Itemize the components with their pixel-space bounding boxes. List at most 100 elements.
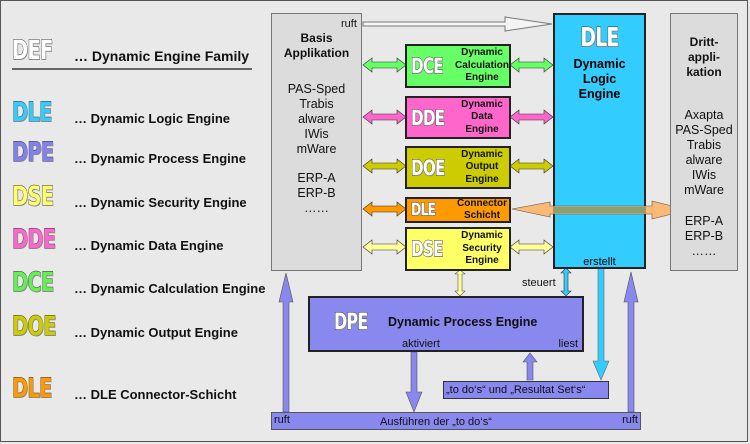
liest-arrow	[522, 352, 538, 381]
ausfuehren-label: Ausführen der „to do‘s“	[380, 416, 492, 428]
doe-abbr: DOE	[411, 155, 446, 180]
app-item: PAS-Sped	[287, 82, 346, 96]
erstellt-arrow	[592, 267, 610, 381]
engine-label: Dynamic	[461, 98, 503, 110]
dpe-abbr: DPE	[334, 310, 369, 336]
legend-desc: … Dynamic Security Engine	[74, 195, 247, 210]
dse-dpe-arrow	[454, 269, 466, 297]
app-item: IWis	[691, 168, 717, 182]
liest-label: liest	[558, 338, 578, 350]
dse-abbr: DSE	[12, 181, 55, 212]
ausfuehren-bar: ruft Ausführen der „to do‘s“ ruft	[271, 412, 641, 430]
legend-desc: … Dynamic Calculation Engine	[74, 281, 266, 296]
erp-item: ERP-A	[297, 171, 336, 185]
erp-item: ERP-B	[684, 229, 724, 243]
dpe-abbr: DPE	[12, 137, 55, 168]
aktiviert-arrow	[405, 351, 423, 413]
connector-overlap	[553, 207, 646, 213]
app-item: PAS-Sped	[675, 123, 733, 137]
connector-abbr: DLE	[12, 373, 53, 404]
app-item: IWis	[304, 127, 329, 141]
dpe-title: Dynamic Process Engine	[388, 315, 538, 329]
legend-item-dpe: DPE … Dynamic Process Engine	[12, 137, 246, 168]
app-item: mWare	[684, 183, 724, 197]
legend-desc: … Dynamic Output Engine	[74, 325, 238, 340]
engine-label: Connector	[457, 197, 507, 209]
legend-desc: … Dynamic Process Engine	[74, 151, 246, 166]
erstellt-label: erstellt	[583, 256, 616, 268]
legend-item-dde: DDE … Dynamic Data Engine	[12, 224, 224, 255]
engine-label: Dynamic	[461, 148, 503, 160]
engine-label: Schicht	[463, 210, 501, 221]
dde-abbr: DDE	[411, 105, 446, 130]
legend-item-dle: DLE … Dynamic Logic Engine	[12, 97, 231, 128]
legend-item-dse: DSE … Dynamic Security Engine	[12, 181, 247, 212]
ruft-right-arrow	[623, 271, 639, 413]
basis-title: Basis	[300, 31, 333, 45]
app-item: Axapta	[684, 108, 724, 122]
legend-desc: … Dynamic Logic Engine	[74, 111, 231, 126]
app-item: alware	[685, 153, 723, 167]
legend-item-doe: DOE … Dynamic Output Engine	[12, 311, 238, 342]
engine-label: Security	[462, 242, 502, 254]
erp-item: ERP-A	[684, 214, 724, 228]
dce-abbr: DCE	[411, 54, 444, 79]
legend-desc: … Dynamic Data Engine	[74, 238, 224, 253]
legend-divider	[12, 68, 252, 70]
engine-label: Engine	[465, 72, 499, 84]
basis-title: Applikation	[283, 46, 350, 60]
app-item: Trabis	[686, 138, 722, 152]
ruft-top-arrow	[362, 16, 553, 32]
ruft-left-label: ruft	[274, 414, 290, 426]
dle-abbr: DLE	[580, 23, 620, 54]
engine-label: Engine	[465, 255, 499, 267]
erp-item: ERP-B	[297, 186, 336, 200]
dpe-box: DPE Dynamic Process Engine aktiviert lie…	[308, 296, 584, 352]
engine-label: Output	[465, 161, 499, 173]
app-item: Trabis	[299, 97, 334, 111]
dle-label: Dynamic	[573, 57, 626, 71]
dritt-title: appli-	[688, 50, 720, 64]
dle-abbr: DLE	[12, 97, 53, 128]
dde-abbr: DDE	[12, 224, 57, 255]
engine-label: Dynamic	[461, 47, 503, 59]
dritt-title: Dritt-	[689, 35, 719, 49]
engine-label: Calculation	[455, 59, 509, 71]
steuert-label: steuert	[522, 277, 556, 289]
drittapplikation-box: Dritt- appli- kation Axapta PAS-Sped Tra…	[670, 13, 738, 271]
ruft-right-label: ruft	[622, 414, 638, 426]
engine-label: Data	[471, 111, 493, 123]
engine-label: Engine	[465, 123, 499, 135]
erp-item: ……	[304, 201, 329, 215]
connector-abbr: DLE	[411, 200, 437, 221]
dce-abbr: DCE	[12, 267, 55, 298]
erp-item: ……	[691, 244, 717, 258]
legend-desc: … DLE Connector-Schicht	[74, 387, 237, 402]
todos-resultsets-box: „to do‘s“ und „Resultat Set‘s“	[443, 381, 609, 399]
basis-applikation-box: Basis Applikation PAS-Sped Trabis alware…	[271, 13, 362, 271]
legend-item-def: DEF … Dynamic Engine Family	[12, 35, 250, 66]
doe-abbr: DOE	[12, 311, 57, 342]
dle-label: Logic	[582, 72, 617, 86]
app-item: alware	[298, 112, 335, 126]
engine-label: Engine	[465, 173, 499, 185]
dle-main-box: DLE Dynamic Logic Engine erstellt	[553, 13, 646, 269]
engine-label: Dynamic	[461, 230, 503, 242]
ruft-left-arrow	[278, 272, 294, 413]
connector-long-arrow	[511, 200, 689, 220]
legend-desc: … Dynamic Engine Family	[74, 48, 250, 64]
dse-abbr: DSE	[411, 237, 444, 262]
dritt-title: kation	[686, 65, 722, 79]
legend-item-dce: DCE … Dynamic Calculation Engine	[12, 267, 266, 298]
app-item: mWare	[296, 142, 337, 156]
dle-label: Engine	[578, 87, 621, 101]
steuert-arrow	[560, 267, 572, 297]
ruft-top-label: ruft	[341, 18, 357, 30]
